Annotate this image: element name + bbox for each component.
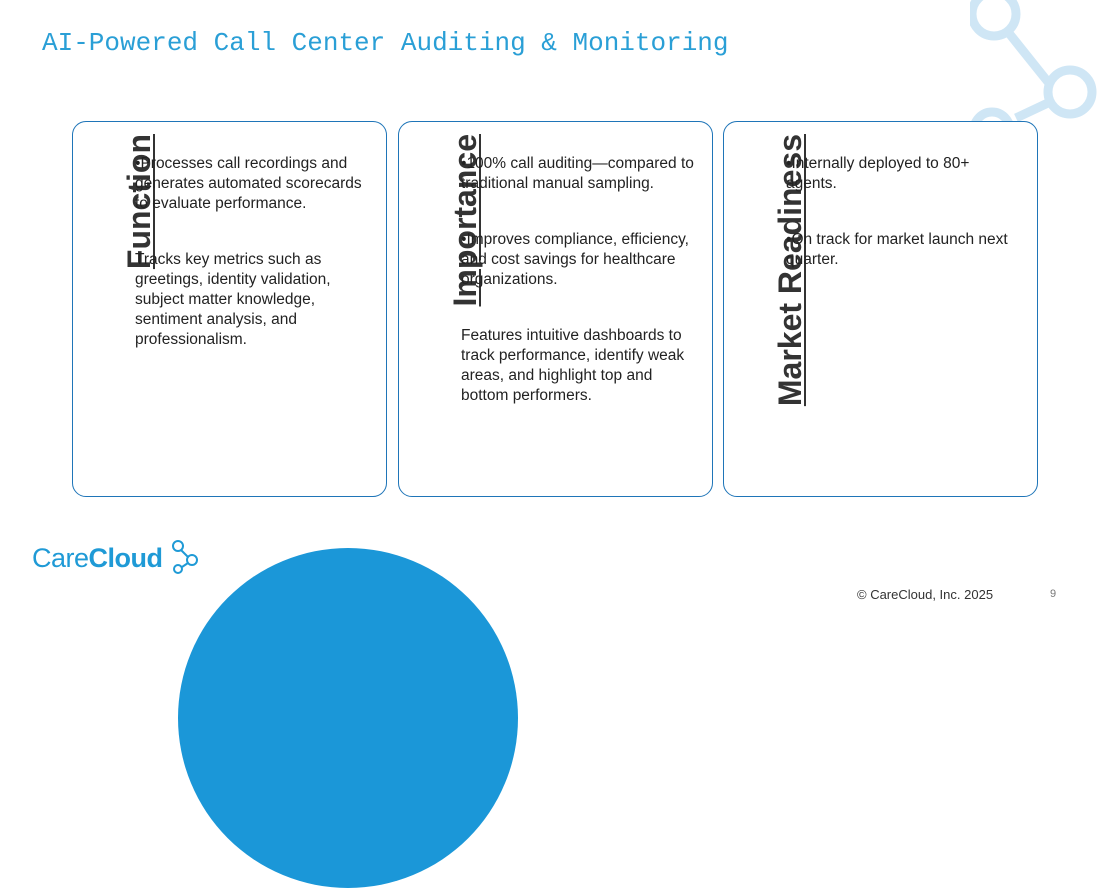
importance-bullet-1: 100% call auditing—compared to tradition… [461,154,696,194]
importance-card-body: 100% call auditing—compared to tradition… [461,154,696,442]
market-bullet-2: On track for market launch next quarter. [786,230,1021,270]
importance-bullet-2: Improves compliance, efficiency, and cos… [461,230,696,290]
market-bullet-1: Internally deployed to 80+ agents. [786,154,1021,194]
carecloud-logo: CareCloud [32,540,198,574]
copyright-text: © CareCloud, Inc. 2025 [857,587,994,602]
slide-title: AI-Powered Call Center Auditing & Monito… [42,28,729,58]
logo-molecule-icon [172,540,198,574]
function-card-heading: Function [121,134,157,270]
function-bullet-1: Processes call recordings and generates … [135,154,370,214]
decorative-arc [178,548,518,888]
market-readiness-card-heading: Market Readiness [772,134,808,407]
function-card-body: Processes call recordings and generates … [135,154,370,386]
molecule-decoration-icon [970,0,1097,130]
function-paragraph-2: Tracks key metrics such as greetings, id… [135,251,331,348]
importance-card-heading: Importance [447,134,483,307]
importance-paragraph-3: Features intuitive dashboards to track p… [461,327,685,404]
function-card: Function Processes call recordings and g… [72,121,387,497]
market-readiness-card-body: Internally deployed to 80+ agents. On tr… [786,154,1021,306]
page-number: 9 [1050,588,1057,600]
market-readiness-card: Market Readiness Internally deployed to … [723,121,1038,497]
importance-card: Importance 100% call auditing—compared t… [398,121,713,497]
